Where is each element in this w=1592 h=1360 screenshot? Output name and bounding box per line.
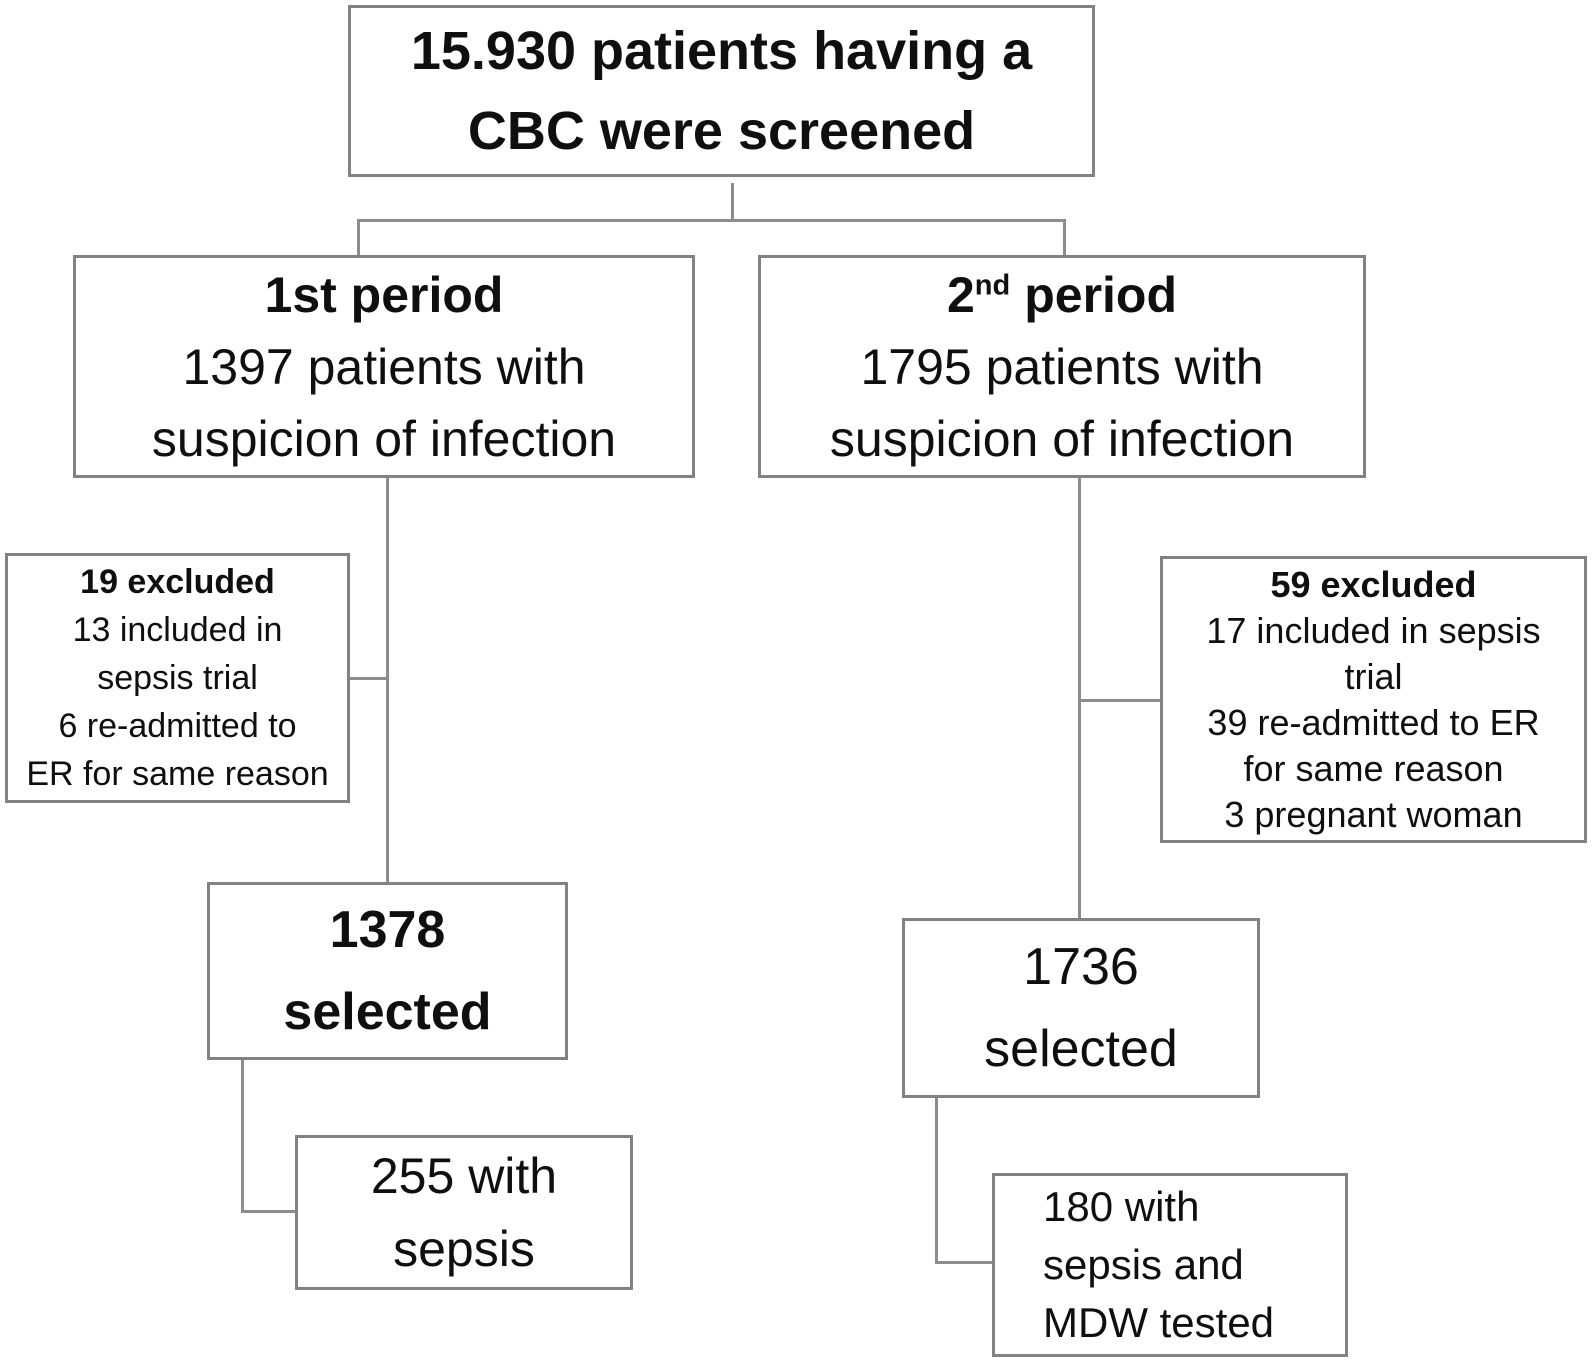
text-line: selected	[283, 983, 492, 1041]
text-line: 3 pregnant woman	[1224, 793, 1523, 835]
text-line: 15.930 patients having a	[410, 21, 1033, 81]
excluded2-title: 59 excluded	[1270, 563, 1477, 605]
connector-branch-bar	[357, 219, 1066, 222]
connector-right-main-vertical	[1078, 476, 1081, 920]
period1-title: 1st period	[264, 266, 504, 323]
text-line: for same reason	[1243, 747, 1504, 789]
text-line: 1795 patients with	[860, 338, 1264, 395]
excluded2-box: 59 excluded 17 included in sepsis trial …	[1160, 556, 1587, 843]
excluded1-title: 19 excluded	[80, 563, 275, 601]
connector-excluded1-stub	[348, 677, 388, 680]
screened-box: 15.930 patients having a CBC were screen…	[348, 5, 1095, 177]
connector-sepsis1-elbow-v	[241, 1058, 244, 1213]
period2-title-word: period	[1024, 266, 1178, 323]
period2-title: 2nd period	[947, 259, 1177, 331]
connector-sepsis1-elbow-h	[241, 1210, 297, 1213]
sepsis2-box: 180 with sepsis and MDW tested	[992, 1173, 1348, 1357]
text-line: 255 with	[370, 1147, 558, 1204]
selected1-box: 1378 selected	[207, 882, 568, 1060]
connector-sepsis2-elbow-h	[935, 1261, 994, 1264]
connector-period2-stub	[1063, 220, 1066, 257]
text-line: sepsis trial	[97, 659, 258, 697]
text-line: 1378	[329, 901, 446, 959]
period1-box: 1st period 1397 patients with suspicion …	[73, 255, 695, 478]
text-line: selected	[984, 1020, 1178, 1078]
period2-title-number: 2	[946, 266, 975, 323]
text-line: suspicion of infection	[151, 410, 617, 467]
connector-sepsis2-elbow-v	[935, 1096, 938, 1264]
text-line: sepsis	[393, 1220, 535, 1277]
text-line: 13 included in	[72, 611, 283, 649]
text-line: 1736	[1023, 938, 1139, 996]
text-line: CBC were screened	[467, 101, 976, 161]
sepsis1-box: 255 with sepsis	[295, 1135, 633, 1290]
text-line: ER for same reason	[26, 755, 329, 793]
excluded1-box: 19 excluded 13 included in sepsis trial …	[5, 553, 350, 803]
text-line: trial	[1344, 655, 1403, 697]
connector-excluded2-stub	[1080, 699, 1162, 702]
text-line: suspicion of infection	[829, 410, 1295, 467]
connector-top-stub	[731, 183, 734, 222]
connector-period1-stub	[357, 220, 360, 257]
connector-left-main-vertical	[386, 476, 389, 884]
text-line: 39 re-admitted to ER	[1207, 701, 1540, 743]
text-line: MDW tested	[1043, 1299, 1275, 1346]
text-line: sepsis and	[1043, 1241, 1244, 1288]
ordinal-suffix: nd	[974, 268, 1011, 301]
text-line: 6 re-admitted to	[58, 707, 297, 745]
text-line: 1397 patients with	[182, 338, 586, 395]
selected2-box: 1736 selected	[902, 918, 1260, 1098]
period2-box: 2nd period 1795 patients with suspicion o…	[758, 255, 1366, 478]
text-line: 180 with	[1043, 1183, 1200, 1230]
text-line: 17 included in sepsis	[1206, 609, 1541, 651]
